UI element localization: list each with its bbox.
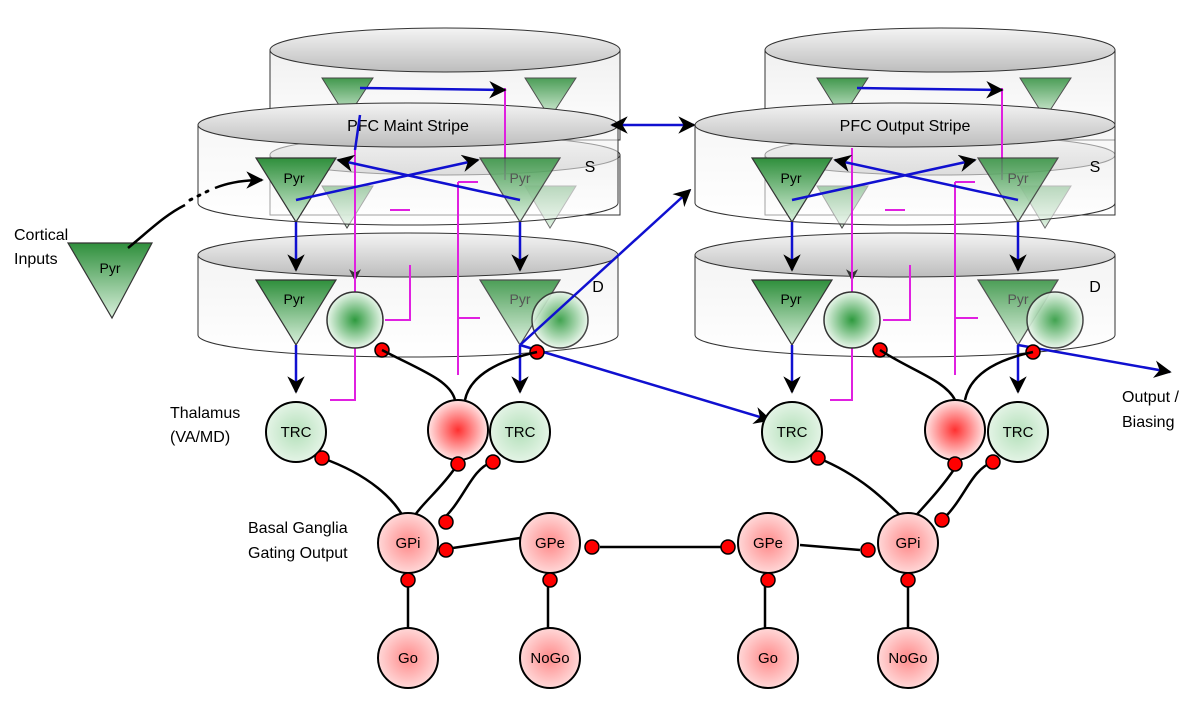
output-interneuron-right <box>1026 291 1084 349</box>
basal-ganglia-label-line2: Gating Output <box>248 545 348 562</box>
maint-interneuron-left <box>326 291 384 349</box>
svg-text:Pyr: Pyr <box>510 170 531 186</box>
svg-text:TRC: TRC <box>281 424 312 441</box>
output-s-pyr-right <box>976 157 1060 224</box>
output-d-label: D <box>1089 279 1101 296</box>
output-biasing-label-line2: Biasing <box>1122 414 1174 431</box>
svg-text:Pyr: Pyr <box>284 291 305 307</box>
maint-trc-right <box>489 401 551 463</box>
svg-text:Pyr: Pyr <box>1008 291 1029 307</box>
maint-stripe-title: PFC Maint Stripe <box>347 118 469 135</box>
output-trc-left <box>761 401 823 463</box>
svg-text:Pyr: Pyr <box>781 291 802 307</box>
maint-interneuron-right <box>531 291 589 349</box>
side-labels: Cortical Inputs Thalamus (VA/MD) Basal G… <box>14 227 1179 562</box>
maint-s-label: S <box>585 159 596 176</box>
output-s-pyr-left <box>750 157 834 224</box>
svg-text:GPe: GPe <box>535 535 565 552</box>
thalamus-label-line2: (VA/MD) <box>170 429 230 446</box>
output-trc-right <box>987 401 1049 463</box>
svg-text:Go: Go <box>398 650 418 667</box>
maint-d-label: D <box>592 279 604 296</box>
maint-d-pyr-left <box>254 279 338 347</box>
thalamus-layer: TRC TRC TRC TRC <box>265 348 1049 523</box>
svg-text:Go: Go <box>758 650 778 667</box>
cortical-inputs-label-line2: Inputs <box>14 251 58 268</box>
output-biasing-label-line1: Output / <box>1122 389 1179 406</box>
nogo-right <box>877 627 939 689</box>
go-right <box>737 627 799 689</box>
cortical-inputs-label-line1: Cortical <box>14 227 68 244</box>
svg-text:TRC: TRC <box>505 424 536 441</box>
output-s-label: S <box>1090 159 1101 176</box>
cortical-pyr-label: Pyr <box>100 260 121 276</box>
basal-ganglia-label-line1: Basal Ganglia <box>248 520 348 537</box>
go-left <box>377 627 439 689</box>
svg-text:GPi: GPi <box>395 535 420 552</box>
output-thalamus-red <box>924 399 986 461</box>
output-interneuron-left <box>823 291 881 349</box>
svg-text:TRC: TRC <box>777 424 808 441</box>
cortical-input-pyr: Pyr <box>66 171 264 320</box>
svg-text:Pyr: Pyr <box>1008 170 1029 186</box>
maint-s-pyr-right <box>478 157 562 224</box>
maint-thalamus-red <box>427 399 489 461</box>
maint-neurons: Pyr Pyr Pyr Pyr <box>254 81 772 424</box>
maint-s-pyr-left <box>254 157 338 224</box>
svg-text:TRC: TRC <box>1003 424 1034 441</box>
svg-text:GPi: GPi <box>895 535 920 552</box>
svg-text:NoGo: NoGo <box>530 650 569 667</box>
output-d-pyr-left <box>750 279 834 347</box>
maint-trc-left <box>265 401 327 463</box>
svg-text:GPe: GPe <box>753 535 783 552</box>
svg-text:Pyr: Pyr <box>510 291 531 307</box>
svg-text:NoGo: NoGo <box>888 650 927 667</box>
nogo-left <box>519 627 581 689</box>
svg-text:Pyr: Pyr <box>284 170 305 186</box>
thalamus-label-line1: Thalamus <box>170 405 240 422</box>
svg-text:Pyr: Pyr <box>781 170 802 186</box>
output-stripe-title: PFC Output Stripe <box>840 118 971 135</box>
output-neurons: Pyr Pyr Pyr Pyr <box>750 81 1172 401</box>
basal-ganglia-layer: GPi GPe GPe GPi Go NoGo Go NoGo <box>377 512 950 689</box>
